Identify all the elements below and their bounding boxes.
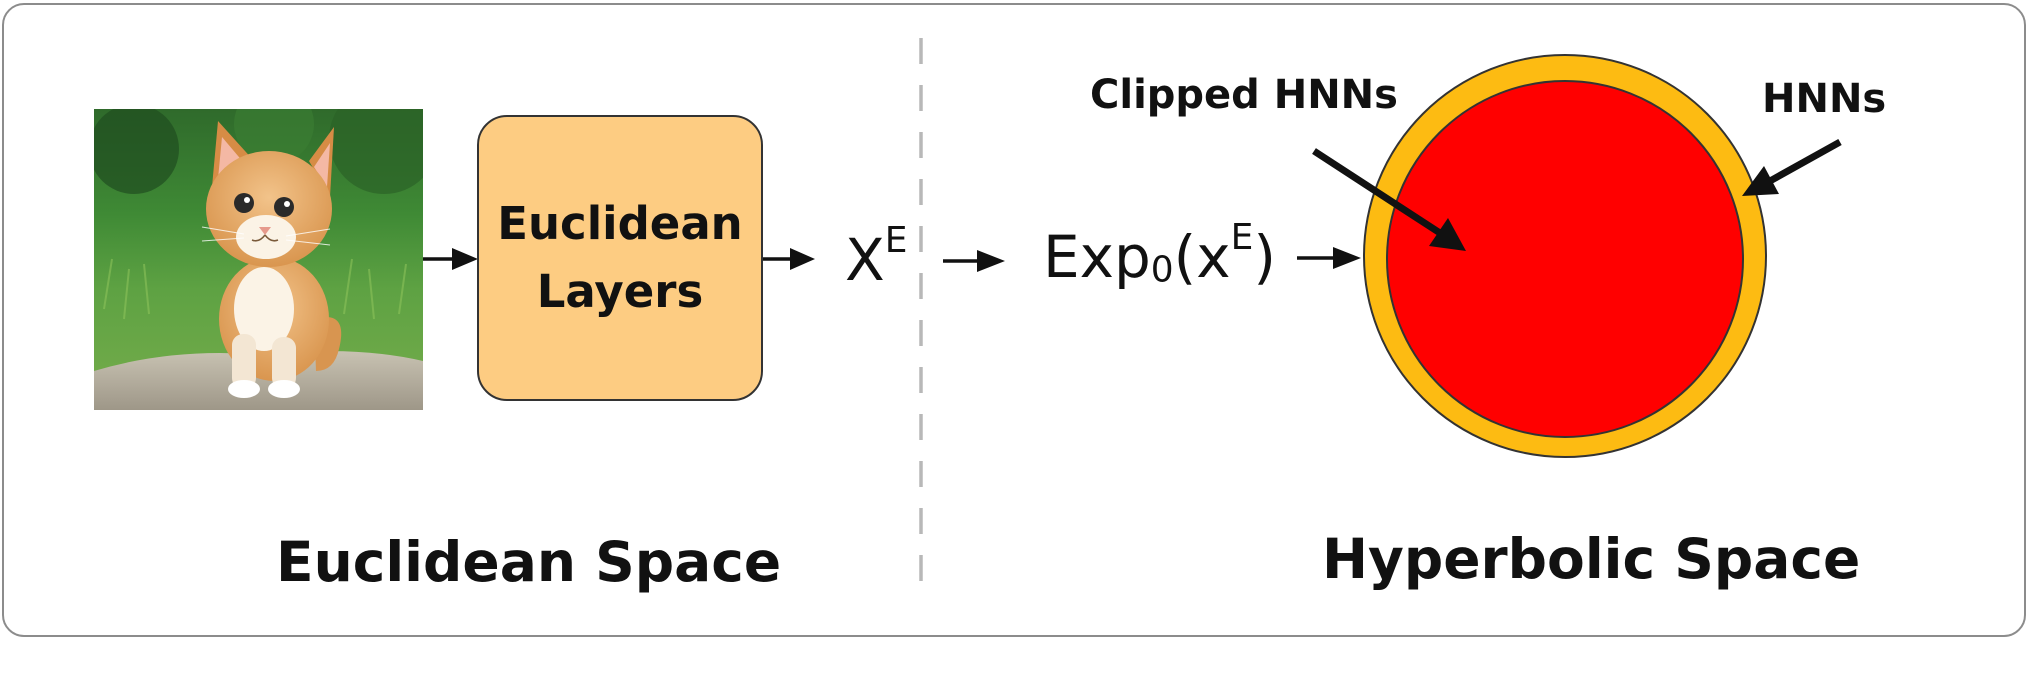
x-superscript: E <box>884 219 908 261</box>
x-base: X <box>845 226 885 294</box>
hyperbolic-space-caption: Hyperbolic Space <box>1322 527 1861 591</box>
euclidean-layers-line2: Layers <box>536 265 704 318</box>
hnns-callout-arrow <box>1742 138 1842 196</box>
euclidean-layers-label: Euclidean Layers <box>479 190 761 326</box>
arrow-layers-to-x <box>763 248 815 270</box>
arrow-image-to-layers <box>423 248 478 270</box>
clipped-hnns-inner-disk <box>1386 80 1744 438</box>
clipped-hnns-callout-arrow <box>1312 148 1466 251</box>
exp-close: ) <box>1253 223 1276 291</box>
euclidean-space-caption: Euclidean Space <box>276 530 782 594</box>
clipped-hnns-label: Clipped HNNs <box>1090 72 1398 118</box>
exp-open: (x <box>1173 223 1231 291</box>
euclidean-layers-line1: Euclidean <box>497 197 743 250</box>
exp-subscript: 0 <box>1150 249 1174 291</box>
exp-superscript: E <box>1230 216 1254 258</box>
kitten-photo-icon <box>94 109 423 410</box>
euclidean-feature-label: XE <box>845 222 907 295</box>
exp-map-label: Exp0(xE) <box>1043 219 1276 292</box>
exp-base: Exp <box>1043 223 1151 291</box>
euclidean-layers-box: Euclidean Layers <box>477 115 763 401</box>
hnns-label: HNNs <box>1762 76 1887 122</box>
arrow-x-to-exp <box>943 250 1005 272</box>
arrow-exp-to-disk <box>1297 247 1361 269</box>
